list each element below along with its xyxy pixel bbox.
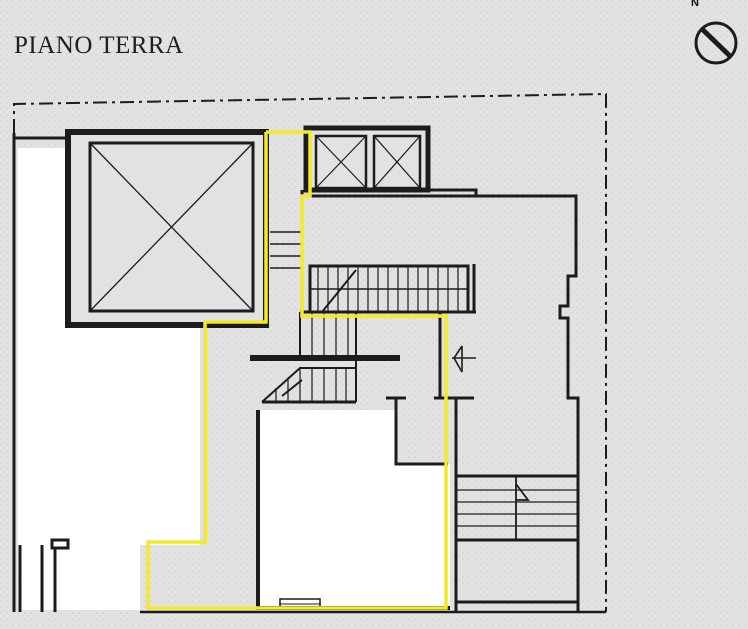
- large-shaft: [65, 129, 269, 328]
- left-white-area: [18, 148, 200, 610]
- north-arrow-icon: [694, 21, 738, 65]
- plan-title: PIANO TERRA: [14, 32, 184, 59]
- upper-stair: [308, 264, 470, 314]
- property-boundary: [13, 92, 607, 612]
- stair-arrow-icon: [452, 345, 476, 373]
- right-lower-stair: [456, 476, 578, 540]
- north-label: N: [691, 0, 699, 9]
- highlighted-unit-boundary: [146, 130, 448, 610]
- lower-stair: [250, 312, 400, 404]
- stair-landing: [270, 231, 302, 269]
- small-shafts: [303, 125, 431, 193]
